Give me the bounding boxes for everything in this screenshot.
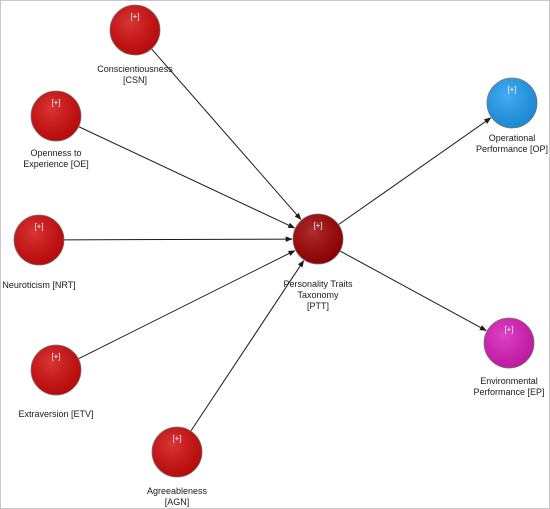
node-csn[interactable]: [+] Conscientiousness[CSN] — [97, 4, 173, 85]
node-op-label-line: Operational — [489, 133, 536, 143]
node-agn-label-line: Agreeableness — [147, 486, 208, 496]
node-csn-expand-toggle[interactable]: [+] — [130, 12, 139, 21]
edge-nrt-to-ptt[interactable] — [63, 236, 293, 242]
node-oe-expand-toggle[interactable]: [+] — [51, 98, 60, 107]
node-agn-shading — [152, 427, 202, 477]
edge-csn-to-ptt[interactable] — [151, 48, 302, 220]
node-nrt-expand-toggle[interactable]: [+] — [34, 222, 43, 231]
node-ep-expand-toggle[interactable]: [+] — [504, 325, 513, 334]
node-op-label-line: Performance [OP] — [476, 144, 548, 154]
node-op-expand-toggle[interactable]: [+] — [507, 85, 516, 94]
node-agn-label-line: [AGN] — [165, 497, 190, 507]
node-csn-label-line: Conscientiousness — [97, 64, 173, 74]
edge-ptt-to-ep[interactable] — [339, 250, 487, 332]
node-ptt-label-line: [PTT] — [307, 301, 329, 311]
node-agn[interactable]: [+] Agreeableness[AGN] — [147, 426, 208, 507]
node-nrt-shading — [14, 215, 64, 265]
node-ptt-label-line: Taxonomy — [297, 290, 339, 300]
edges-layer — [63, 48, 492, 432]
edge-oe-to-ptt[interactable] — [78, 126, 296, 229]
node-etv-shading — [31, 345, 81, 395]
node-etv[interactable]: [+] Extraversion [ETV] — [18, 344, 94, 419]
node-ptt-label-line: Personality Traits — [283, 279, 353, 289]
node-op-shading — [487, 78, 537, 128]
edge-agn-to-ptt[interactable] — [190, 260, 305, 432]
edge-etv-to-ptt[interactable] — [78, 250, 296, 360]
node-oe-label-line: Openness to — [30, 148, 81, 158]
node-etv-label-line: Extraversion [ETV] — [18, 409, 93, 419]
edge-ptt-to-op[interactable] — [338, 117, 492, 226]
node-ep-shading — [484, 318, 534, 368]
node-ep-label-line: Performance [EP] — [473, 387, 544, 397]
node-etv-expand-toggle[interactable]: [+] — [51, 352, 60, 361]
node-csn-shading — [110, 5, 160, 55]
node-ep-label-line: Environmental — [480, 376, 538, 386]
node-ptt-expand-toggle[interactable]: [+] — [313, 221, 322, 230]
node-nrt-label-line: Neuroticism [NRT] — [2, 280, 75, 290]
node-ptt-shading — [293, 214, 343, 264]
nodes-layer: [+]Conscientiousness[CSN][+]Openness toE… — [2, 4, 548, 507]
node-oe-label-line: Experience [OE] — [23, 159, 89, 169]
node-nrt[interactable]: [+] Neuroticism [NRT] — [2, 214, 76, 290]
node-agn-expand-toggle[interactable]: [+] — [172, 434, 181, 443]
node-csn-label-line: [CSN] — [123, 75, 147, 85]
node-oe-shading — [31, 91, 81, 141]
